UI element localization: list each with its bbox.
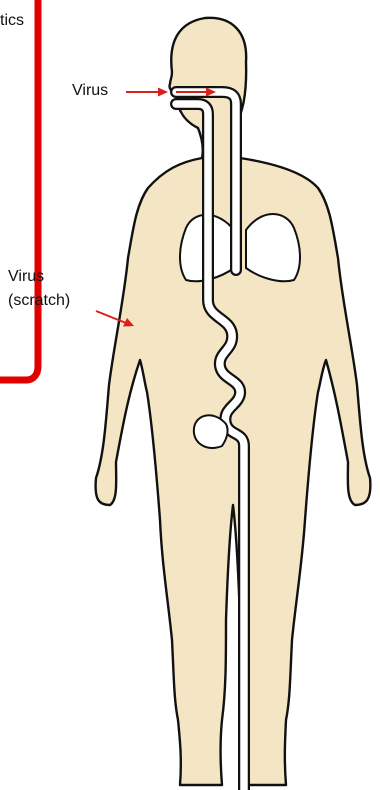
virus-mouth-label: Virus [72, 80, 108, 101]
panel-border [0, 0, 38, 380]
cropped-text-fragment: tics [0, 10, 24, 31]
stomach [194, 415, 228, 448]
virus-scratch-label-line2: (scratch) [8, 290, 70, 311]
virus-scratch-label-line1: Virus [8, 266, 44, 287]
right-lung-icon [246, 214, 300, 281]
